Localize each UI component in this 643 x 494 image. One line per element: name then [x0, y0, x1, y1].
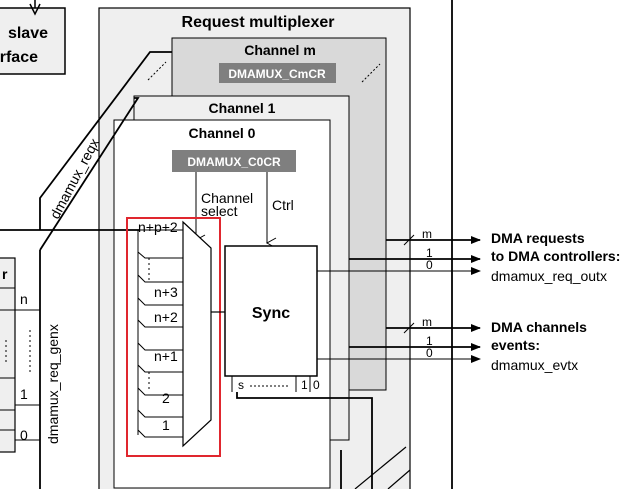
request-output-bus: m 1 0 DMA requests to DMA controllers: d… — [317, 227, 620, 284]
request-generator-block: r n 1 0 — [0, 257, 40, 453]
slave-interface-label-2: rface — [0, 49, 38, 66]
dmamux-req-genx-label: dmamux_req_genx — [45, 324, 61, 444]
sync-bottom-1: 1 — [301, 378, 308, 392]
event-bus-m: m — [422, 315, 432, 329]
slave-interface-label-1: slave — [8, 25, 48, 42]
register-control-lines: Channel select Ctrl — [194, 172, 294, 249]
channel-m-register-label: DMAMUX_CmCR — [228, 67, 326, 81]
multiplexer-shape — [182, 220, 212, 448]
generator-header: r — [2, 266, 8, 282]
request-multiplexer-title: Request multiplexer — [182, 14, 335, 31]
dmamux-req-outx-label: dmamux_req_outx — [491, 268, 607, 284]
sync-block: Sync s 1 0 — [224, 245, 373, 489]
event-bus-1: 1 — [426, 334, 433, 348]
mux-input-n-3: n+3 — [154, 284, 178, 300]
request-bus-1: 1 — [426, 246, 433, 260]
channel-m-register-box — [219, 63, 336, 83]
generator-label-1: 1 — [20, 386, 28, 402]
channel-m-dots-right — [361, 63, 381, 83]
sync-input-bus — [236, 392, 373, 489]
mux-input-n-2: n+2 — [154, 309, 178, 325]
ctrl-label: Ctrl — [272, 197, 294, 213]
events-label: events: — [491, 337, 540, 353]
dma-controllers-label: to DMA controllers: — [491, 248, 620, 264]
mux-highlight-frame — [126, 217, 221, 457]
channel-0-title: Channel 0 — [189, 125, 256, 141]
request-bus-m: m — [422, 227, 432, 241]
dma-requests-label: DMA requests — [491, 230, 585, 246]
mux-input-n-p-2: n+p+2 — [138, 219, 178, 235]
slave-interface-block: slave rface — [0, 0, 66, 75]
channel-select-label-1: Channel — [201, 190, 253, 206]
dmamux-reqx-diagonal — [39, 51, 172, 230]
generator-label-n: n — [20, 291, 28, 307]
dmamux-req-genx-diagonal — [39, 97, 140, 251]
sync-bottom-s: s — [238, 378, 244, 392]
dmamux-evtx-label: dmamux_evtx — [491, 357, 578, 373]
channel-0-register-label: DMAMUX_C0CR — [187, 155, 281, 169]
mux-input-n-1: n+1 — [154, 348, 178, 364]
channel-m-dots-left — [147, 61, 167, 81]
bottom-bus-lines — [340, 446, 411, 490]
channel-m-title: Channel m — [244, 42, 316, 58]
channel-1-title: Channel 1 — [209, 100, 276, 116]
mux-input-1: 1 — [162, 417, 170, 433]
generator-label-0: 0 — [20, 427, 28, 443]
dma-channels-label: DMA channels — [491, 319, 587, 335]
mux-input-2: 2 — [162, 390, 170, 406]
channel-select-label-2: select — [201, 203, 238, 219]
event-bus-0: 0 — [426, 346, 433, 360]
slave-bus-arrow — [29, 3, 41, 16]
sync-label: Sync — [252, 305, 290, 322]
sync-bottom-0: 0 — [313, 378, 320, 392]
event-output-bus: m 1 0 DMA channels events: dmamux_evtx — [317, 315, 587, 373]
request-bus-0: 0 — [426, 258, 433, 272]
mux-input-bus: n+p+2 n+3 n+2 n+1 2 1 — [137, 219, 183, 438]
channel-0-register-box — [172, 150, 296, 172]
